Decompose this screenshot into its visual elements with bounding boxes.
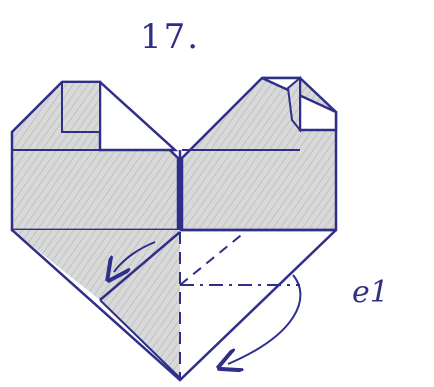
dash-diagonal-right [180,232,245,285]
heart-left-lobe [12,82,178,230]
heart-right-lobe [182,78,336,230]
curved-arrow-down-icon [228,275,300,364]
left-corner-triangle [62,82,100,132]
side-mark: e1 [352,275,389,310]
heart-bottom-point [12,230,336,380]
step-number: 17. [140,17,200,57]
